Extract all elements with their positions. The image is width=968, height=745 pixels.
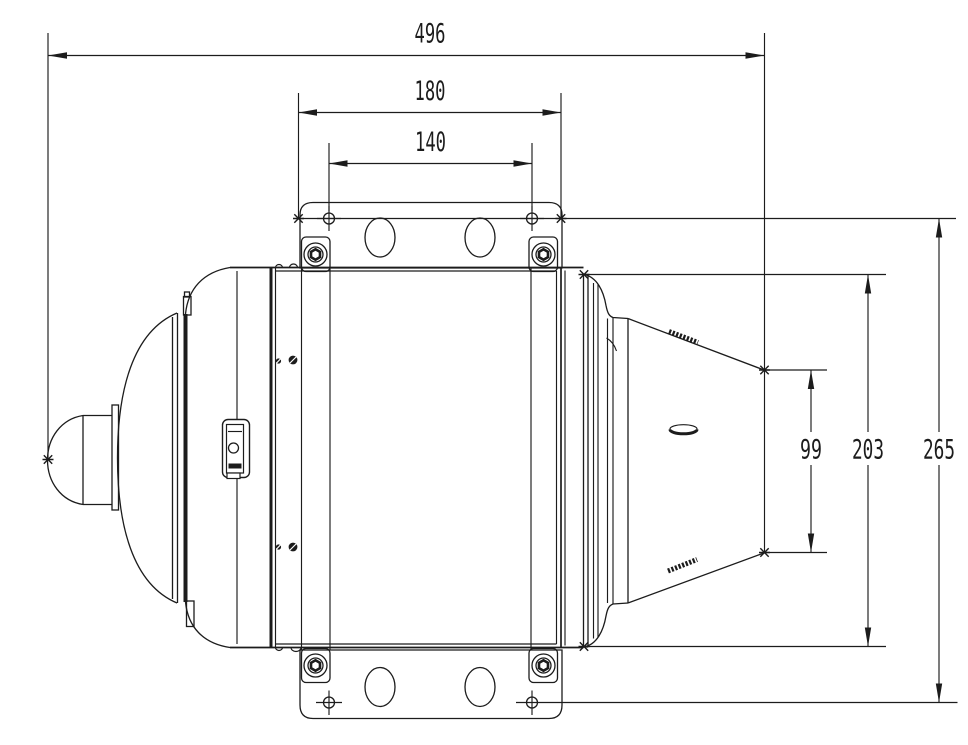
edge-bump bbox=[274, 263, 284, 268]
top-plate-hole bbox=[464, 217, 496, 258]
latch-knob bbox=[227, 442, 240, 454]
screw-slot bbox=[276, 356, 297, 551]
bottom-mount-screw-cross bbox=[316, 690, 342, 715]
bottom-bolt-boss bbox=[300, 647, 331, 684]
top-plate-hole bbox=[364, 217, 396, 258]
dimension-label-hole-spacing: 140 bbox=[415, 127, 446, 158]
cone-base-band bbox=[606, 317, 614, 604]
arrowhead-icon bbox=[807, 533, 815, 553]
cone-top-slope bbox=[627, 317, 765, 371]
bottom-plate-hole bbox=[464, 666, 496, 708]
dimension-mount-height: 265 bbox=[923, 218, 955, 703]
cone-top-scurve bbox=[583, 273, 629, 320]
bottom-bolt-inner bbox=[307, 657, 324, 674]
dome-ring-bottom-tab bbox=[185, 600, 195, 628]
extension-line bbox=[764, 369, 827, 554]
arrowhead-icon bbox=[864, 274, 872, 294]
top-bolt-inner bbox=[535, 246, 552, 263]
mount-hole-centerlines bbox=[298, 217, 958, 704]
bottom-bolt-outer bbox=[303, 653, 328, 678]
cone-knurl-hatch bbox=[667, 557, 698, 574]
dimension-hole-spacing: 140 bbox=[328, 127, 533, 211]
dimension-label-overall-width: 496 bbox=[415, 19, 446, 50]
top-bolt-hex bbox=[537, 247, 550, 262]
extension-line bbox=[328, 143, 533, 211]
dimension-label-mount-height: 265 bbox=[923, 435, 955, 466]
cone-vent-ellipse-shadow bbox=[668, 429, 699, 436]
top-bolt-outer bbox=[531, 242, 556, 267]
dome-ring-top-tab-notch bbox=[183, 291, 191, 298]
bottom-plate-outline bbox=[299, 649, 563, 720]
cone-bottom-slope bbox=[627, 552, 765, 604]
edge-bump bbox=[290, 647, 302, 653]
front-glass-dome-arc bbox=[116, 312, 178, 604]
extension-line bbox=[297, 93, 562, 219]
edge-bump bbox=[274, 647, 284, 652]
body-shoulder-top-arc bbox=[184, 266, 231, 315]
cone-inner-fillet bbox=[606, 337, 618, 352]
latch-dark-band bbox=[228, 463, 242, 469]
arrowhead-icon bbox=[807, 370, 815, 389]
arrowhead-icon bbox=[864, 627, 872, 647]
top-bolt-outer bbox=[303, 242, 328, 267]
arrowhead-icon bbox=[745, 52, 765, 59]
bottom-bolt-inner bbox=[535, 657, 552, 674]
cone-knurl-hatch bbox=[668, 329, 699, 345]
cone-bottom-scurve bbox=[583, 602, 629, 648]
bottom-bolt-hex bbox=[537, 658, 550, 673]
edge-bump bbox=[288, 263, 299, 268]
bottom-bolt-outer bbox=[531, 653, 556, 678]
dome-neck-flange bbox=[111, 404, 120, 511]
endcap-ring-a bbox=[582, 274, 589, 648]
dimension-aperture-height: 99 bbox=[764, 369, 827, 554]
arrowhead-icon bbox=[935, 683, 943, 703]
latch-bottom-tab bbox=[226, 472, 241, 480]
arrowhead-icon bbox=[329, 160, 348, 167]
bottom-plate-hole bbox=[364, 666, 396, 708]
top-plate-outline bbox=[299, 201, 563, 269]
extension-line bbox=[583, 273, 886, 648]
dimension-rear-height: 203 bbox=[583, 273, 886, 648]
arrowhead-icon bbox=[48, 52, 67, 59]
arrowhead-icon bbox=[542, 109, 561, 116]
dimension-overall-width: 496 bbox=[47, 19, 766, 553]
body-shoulder-bottom-arc bbox=[184, 601, 231, 649]
dimension-label-rear-height: 203 bbox=[852, 435, 884, 466]
top-bolt-inner bbox=[307, 246, 324, 263]
top-mounting-bracket bbox=[299, 201, 563, 650]
dimension-label-aperture-height: 99 bbox=[800, 435, 822, 466]
clamp-latch bbox=[221, 418, 251, 480]
bottom-mounting-bracket bbox=[299, 647, 563, 720]
bottom-bolt-hex bbox=[309, 658, 322, 673]
top-bolt-boss bbox=[300, 236, 331, 273]
arrowhead-icon bbox=[513, 160, 532, 167]
bottom-bolt-boss bbox=[528, 647, 559, 684]
dimension-label-bracket-width: 180 bbox=[415, 76, 446, 107]
camera-dome-assembly bbox=[46, 291, 195, 628]
top-bolt-boss bbox=[528, 236, 559, 273]
top-bolt-hex bbox=[309, 247, 322, 262]
arrowhead-icon bbox=[935, 218, 943, 238]
endcap-ring-b bbox=[592, 283, 599, 639]
arrowhead-icon bbox=[298, 109, 317, 116]
bracket-column bbox=[300, 268, 532, 650]
light-cone-assembly bbox=[564, 270, 765, 648]
dimension-bracket-width: 180 bbox=[297, 76, 562, 219]
